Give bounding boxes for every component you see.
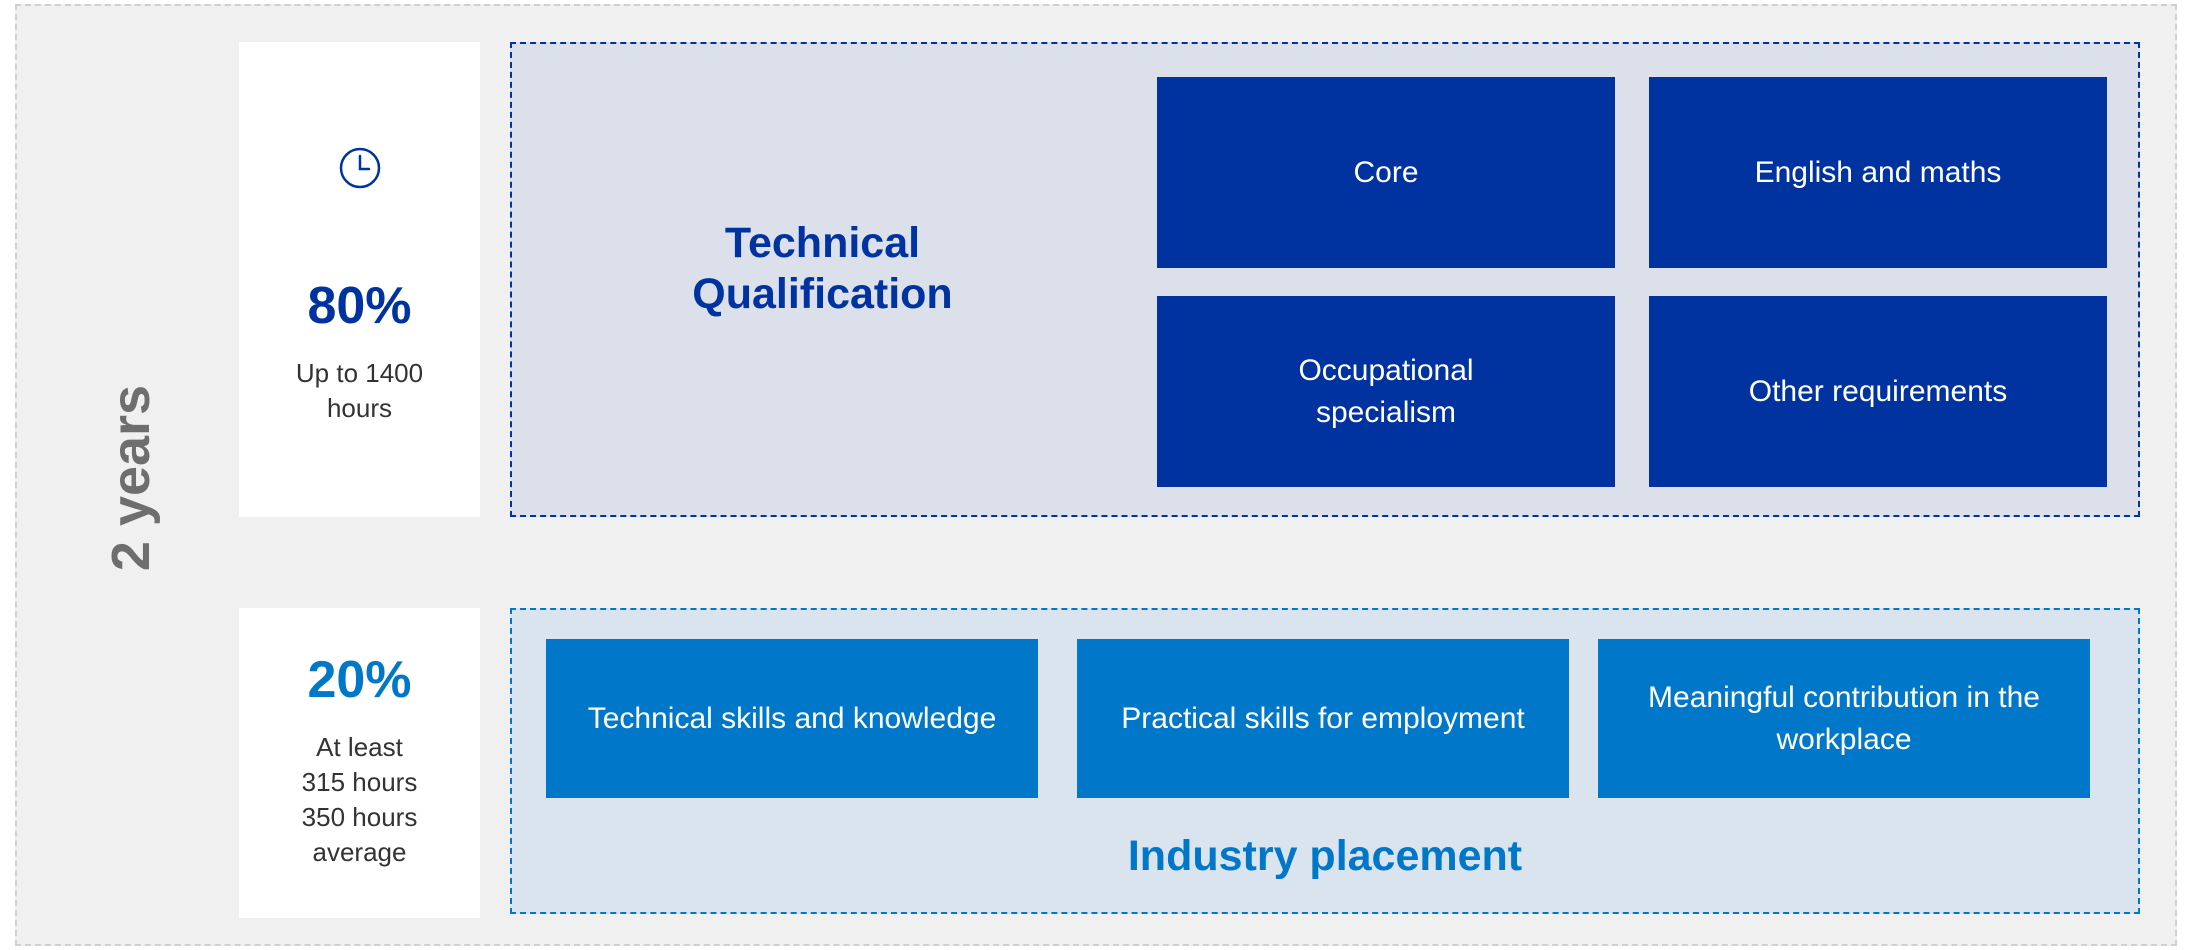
technical-qualification-share-card: 80% Up to 1400 hours — [239, 42, 480, 517]
duration-label: 2 years — [101, 384, 161, 572]
hours-line: 350 hours — [301, 802, 418, 832]
occupational-specialism-box: Occupational specialism — [1157, 296, 1615, 487]
english-and-maths-box: English and maths — [1649, 77, 2107, 268]
hours-line: average — [312, 837, 407, 867]
technical-qualification-hours: Up to 1400 hours — [239, 356, 480, 426]
technical-skills-box: Technical skills and knowledge — [546, 639, 1038, 798]
core-box: Core — [1157, 77, 1615, 268]
box-label-line: Occupational — [1298, 353, 1474, 387]
other-requirements-box: Other requirements — [1649, 296, 2107, 487]
meaningful-contribution-box: Meaningful contribution in the workplace — [1598, 639, 2090, 798]
technical-qualification-title: Technical Qualification — [620, 218, 1025, 320]
hours-line: hours — [326, 393, 393, 423]
box-label-line: specialism — [1315, 395, 1457, 429]
hours-line: At least — [316, 732, 403, 762]
hours-line: Up to 1400 — [295, 358, 424, 388]
box-label: Core — [1353, 155, 1419, 189]
industry-placement-percent: 20% — [307, 651, 412, 709]
box-label: Technical skills and knowledge — [587, 701, 997, 735]
box-label: Practical skills for employment — [1121, 701, 1525, 735]
hours-line: 315 hours — [301, 767, 418, 797]
technical-qualification-percent: 80% — [307, 277, 412, 335]
industry-placement-share-card: 20% At least 315 hours 350 hours average — [239, 608, 480, 918]
practical-skills-box: Practical skills for employment — [1077, 639, 1569, 798]
industry-placement-hours: At least 315 hours 350 hours average — [239, 730, 480, 870]
clock-icon — [338, 146, 382, 195]
box-label: Meaningful contribution in the workplace — [1648, 680, 2040, 756]
title-line: Qualification — [692, 270, 953, 318]
box-label: Other requirements — [1748, 374, 2008, 408]
box-label: English and maths — [1754, 155, 2002, 189]
title-line: Technical — [724, 219, 921, 267]
industry-placement-title: Industry placement — [1127, 832, 1523, 880]
